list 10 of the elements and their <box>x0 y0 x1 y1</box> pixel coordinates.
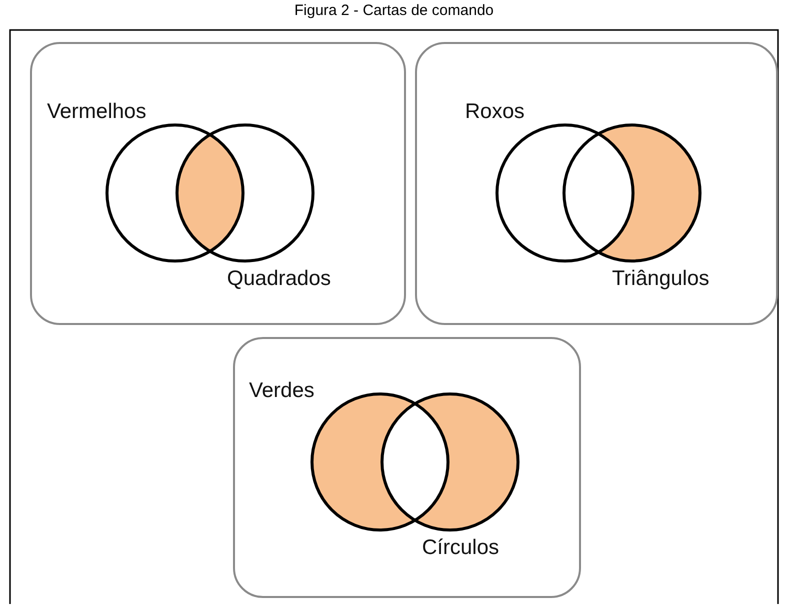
set-label: Verdes <box>249 379 314 403</box>
card <box>415 42 778 325</box>
set-label: Triângulos <box>612 267 710 291</box>
set-label: Vermelhos <box>47 100 146 124</box>
card <box>30 42 406 325</box>
card <box>233 337 581 598</box>
figure-title: Figura 2 - Cartas de comando <box>293 2 495 19</box>
set-label: Quadrados <box>227 267 331 291</box>
set-label: Roxos <box>465 100 525 124</box>
set-label: Círculos <box>422 536 500 560</box>
